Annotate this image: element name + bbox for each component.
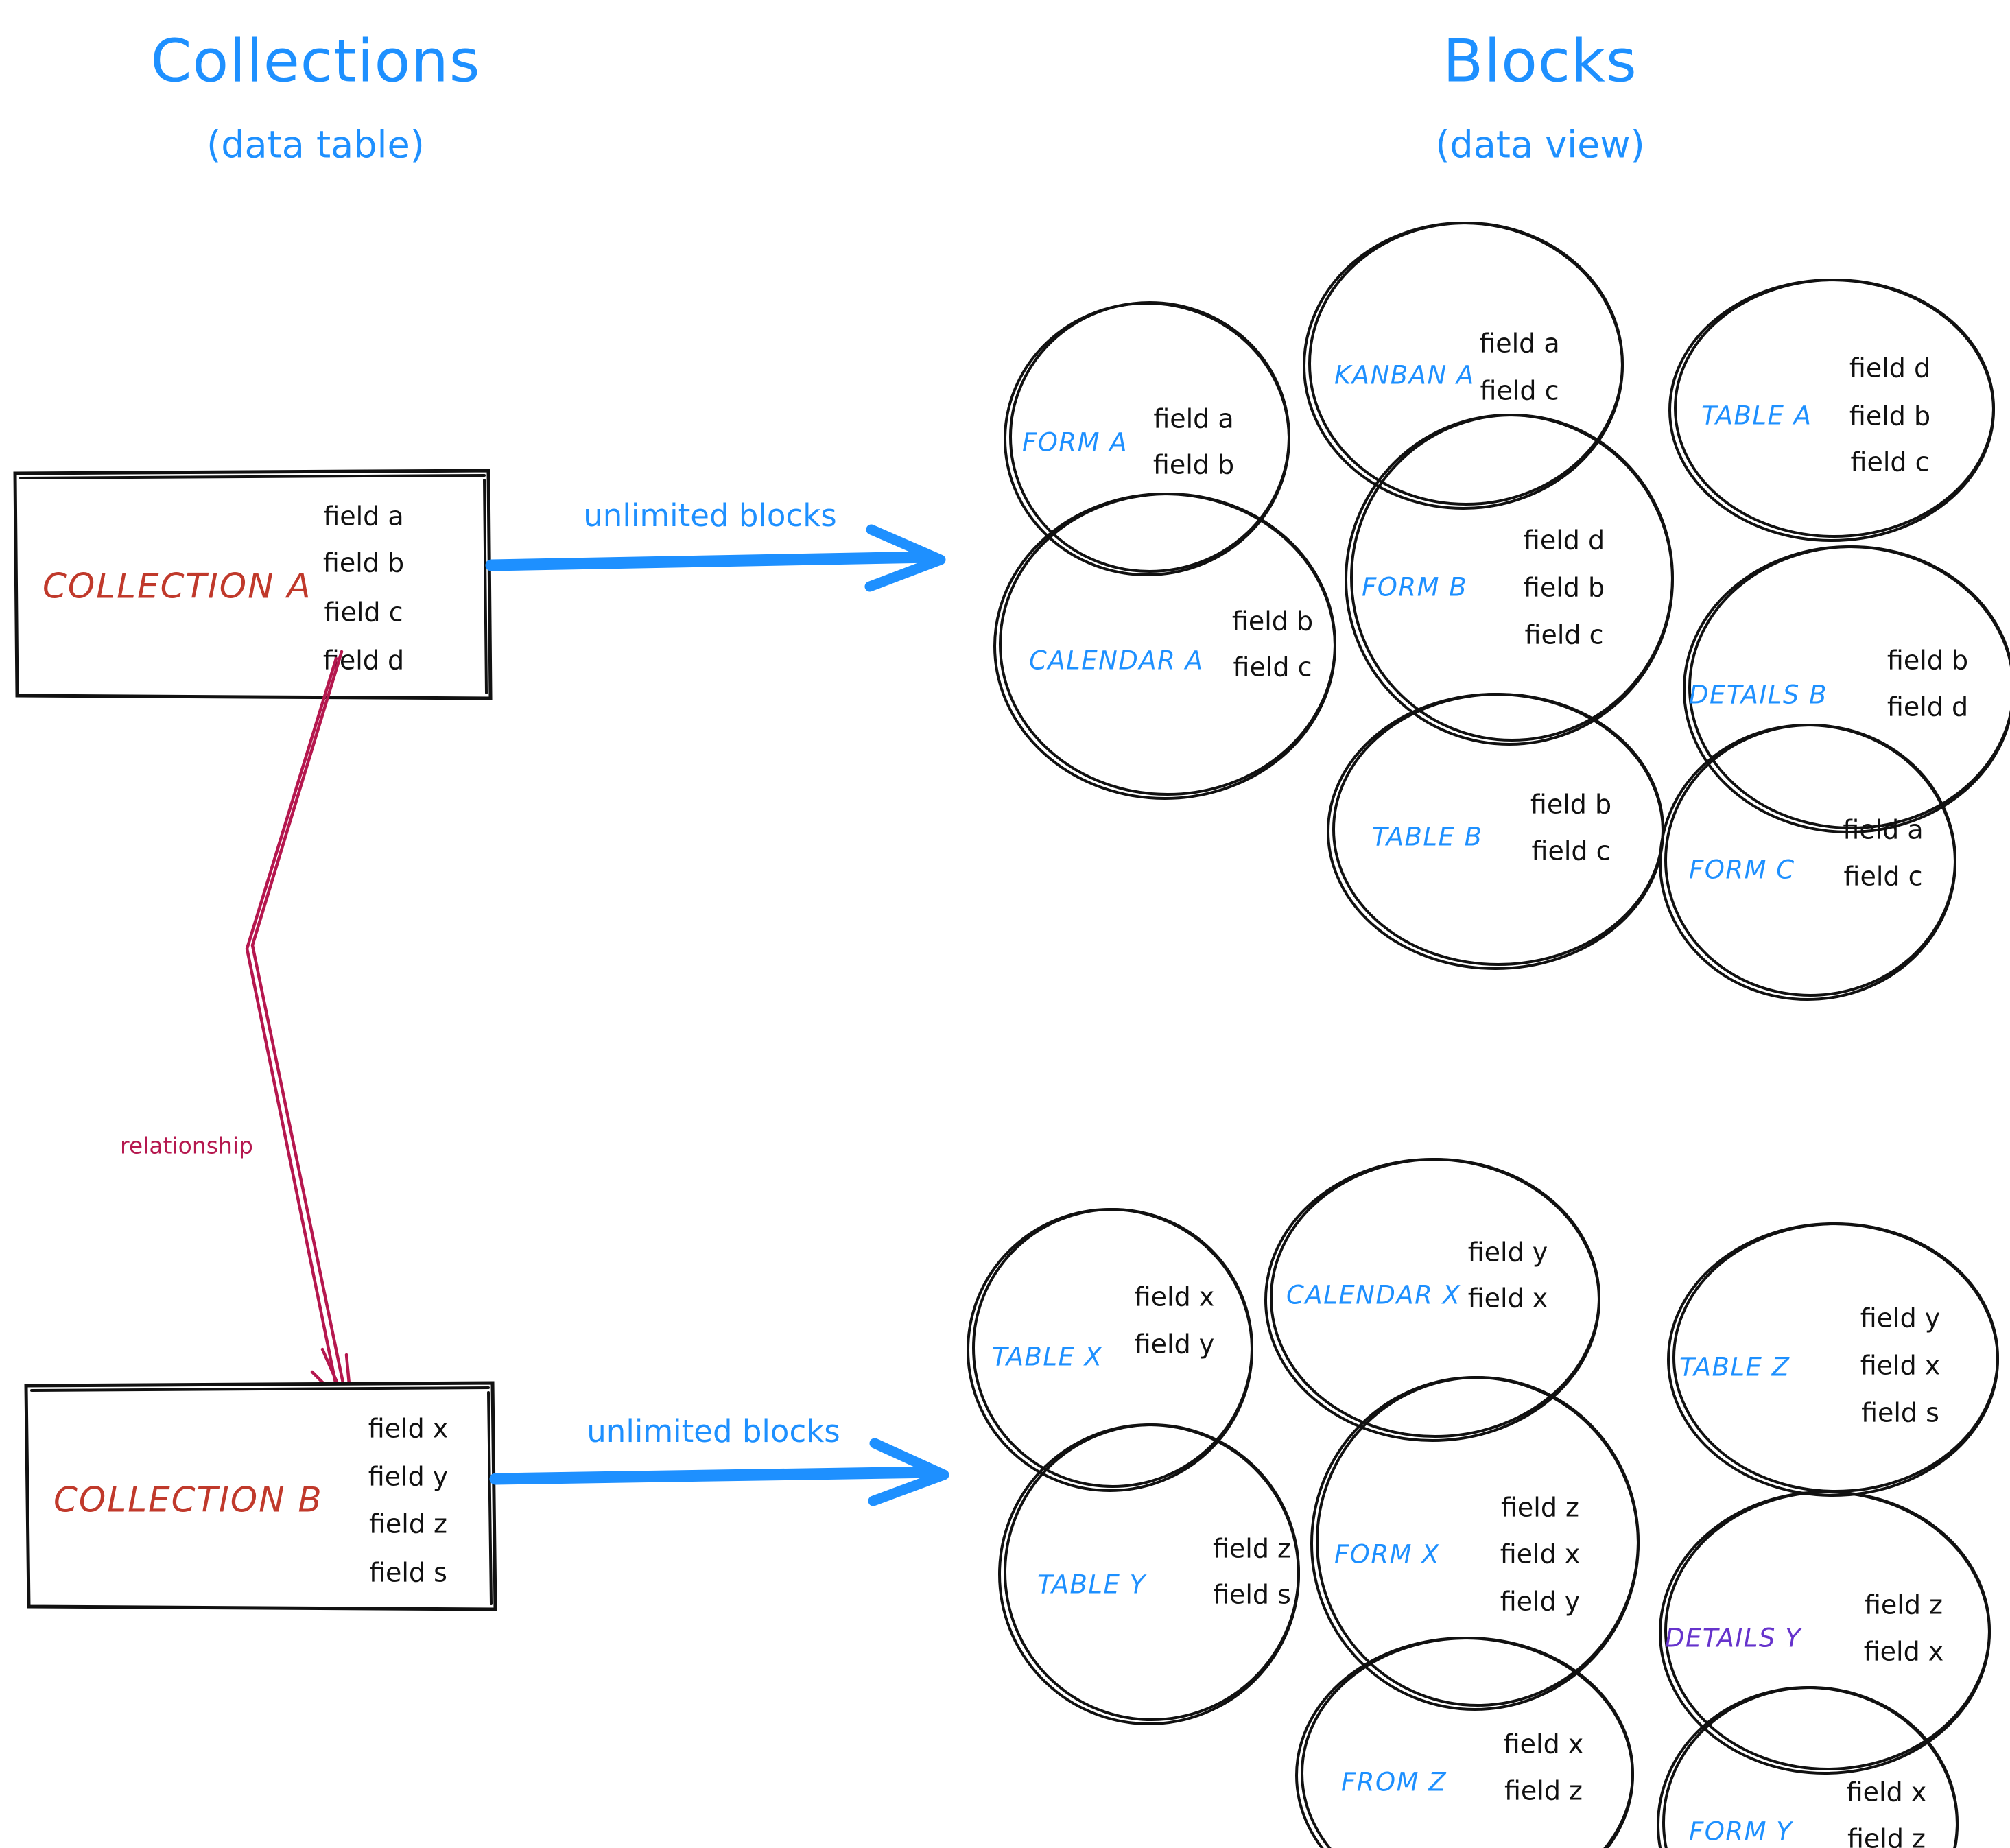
- block-field: field d: [1849, 353, 1930, 383]
- block-name: TABLE B: [1372, 822, 1483, 852]
- collection-a-node[interactable]: COLLECTION A field a field b field c fie…: [13, 469, 493, 700]
- block-field: field b: [1530, 790, 1611, 820]
- block-name: KANBAN A: [1334, 361, 1475, 390]
- block-name: FORM X: [1334, 1540, 1440, 1569]
- collection-a-box: [13, 469, 493, 700]
- block-field: field x: [1864, 1637, 1944, 1667]
- collection-b-node[interactable]: COLLECTION B field x field y field z fie…: [24, 1381, 497, 1611]
- block-field: field x: [1500, 1539, 1581, 1569]
- block-node-form-a[interactable]: FORM A field a field b: [1004, 301, 1290, 576]
- block-field: field c: [1844, 862, 1923, 892]
- unlimited-blocks-label-b: unlimited blocks: [587, 1413, 840, 1449]
- block-node-table-z[interactable]: TABLE Z field y field x field s: [1667, 1222, 1999, 1497]
- block-name: DETAILS B: [1689, 680, 1828, 710]
- block-field: field b: [1232, 606, 1313, 637]
- block-field: field x: [1860, 1351, 1941, 1381]
- collection-b-field: field z: [369, 1509, 447, 1539]
- block-field: field y: [1500, 1587, 1581, 1617]
- block-field: field s: [1213, 1580, 1291, 1610]
- collection-b-box-sketch-right: [487, 1391, 493, 1605]
- block-node-form-c[interactable]: FORM C field a field c: [1659, 724, 1956, 1001]
- block-node-calendar-a[interactable]: CALENDAR A field b field c: [993, 493, 1336, 800]
- collection-b-name: COLLECTION B: [54, 1480, 323, 1520]
- block-name: DETAILS Y: [1665, 1624, 1802, 1653]
- block-node-kanban-a[interactable]: KANBAN A field a field c: [1303, 222, 1624, 510]
- block-field: field x: [1135, 1282, 1215, 1312]
- collection-a-field: field b: [323, 548, 404, 578]
- block-name: FROM Z: [1341, 1768, 1447, 1797]
- block-field: field d: [1524, 525, 1605, 556]
- block-name: FORM A: [1022, 428, 1128, 458]
- block-field: field c: [1480, 376, 1559, 406]
- block-field: field x: [1847, 1777, 1927, 1808]
- collection-a-box-sketch-right: [483, 479, 488, 694]
- block-node-table-y[interactable]: TABLE Y field z field s: [998, 1423, 1300, 1725]
- block-name: TABLE Z: [1679, 1353, 1790, 1382]
- block-node-details-b[interactable]: DETAILS B field b field d: [1683, 545, 2010, 833]
- block-field: field x: [1504, 1729, 1584, 1760]
- block-name: FORM B: [1362, 573, 1467, 602]
- block-field: field b: [1524, 573, 1605, 603]
- block-field: field c: [1233, 652, 1312, 683]
- block-name: TABLE Y: [1037, 1570, 1147, 1600]
- block-node-table-a[interactable]: TABLE A field d field b field c: [1668, 279, 1995, 542]
- block-node-form-y[interactable]: FORM Y field x field z: [1657, 1686, 1959, 1848]
- collection-a-box-sketch-top: [19, 474, 486, 479]
- block-field: field a: [1153, 404, 1233, 434]
- block-field: field c: [1851, 447, 1930, 477]
- block-node-from-z[interactable]: FROM Z field x field z: [1295, 1637, 1634, 1848]
- block-name: CALENDAR A: [1029, 646, 1203, 676]
- block-name: CALENDAR X: [1286, 1281, 1461, 1310]
- unlimited-blocks-label-a: unlimited blocks: [583, 497, 836, 534]
- block-field: field y: [1860, 1303, 1941, 1334]
- block-field: field y: [1468, 1237, 1548, 1268]
- block-node-table-b[interactable]: TABLE B field b field c: [1327, 693, 1664, 970]
- block-field: field z: [1865, 1590, 1943, 1620]
- collection-b-field: field x: [368, 1414, 449, 1444]
- block-field: field b: [1887, 645, 1968, 676]
- block-field: field b: [1153, 450, 1234, 480]
- collection-b-box: [24, 1381, 497, 1611]
- block-field: field a: [1479, 329, 1559, 359]
- collection-b-field: field s: [369, 1558, 447, 1588]
- block-field: field a: [1843, 815, 1923, 845]
- block-field: field y: [1135, 1329, 1215, 1360]
- blocks-subtitle: (data view): [1435, 123, 1644, 167]
- block-field: field z: [1847, 1824, 1926, 1848]
- collections-title: Collections: [150, 27, 480, 95]
- collection-a-field: field c: [324, 597, 403, 628]
- block-node-form-b[interactable]: FORM B field d field b field c: [1345, 414, 1674, 746]
- block-name: TABLE A: [1701, 401, 1812, 431]
- block-field: field x: [1468, 1283, 1548, 1314]
- collections-subtitle: (data table): [206, 123, 425, 167]
- block-name: TABLE X: [992, 1342, 1103, 1372]
- collection-a-unlimited-blocks-arrow: unlimited blocks: [485, 497, 946, 592]
- collection-b-unlimited-blocks-arrow: unlimited blocks: [489, 1413, 949, 1506]
- block-field: field s: [1861, 1398, 1939, 1428]
- block-field: field z: [1213, 1534, 1291, 1564]
- block-field: field z: [1504, 1776, 1583, 1806]
- block-node-table-x[interactable]: TABLE X field x field y: [967, 1208, 1253, 1492]
- collection-b-field: field y: [368, 1462, 449, 1492]
- block-field: field c: [1525, 620, 1604, 650]
- block-field: field b: [1849, 401, 1930, 431]
- block-field: field c: [1532, 836, 1611, 866]
- block-name: FORM C: [1689, 855, 1795, 885]
- block-node-calendar-x[interactable]: CALENDAR X field y field x: [1264, 1158, 1600, 1442]
- collection-b-box-sketch-top: [30, 1386, 490, 1392]
- block-node-form-x[interactable]: FORM X field z field x field y: [1310, 1376, 1640, 1711]
- relationship-label: relationship: [120, 1133, 253, 1159]
- block-field: field d: [1887, 692, 1968, 722]
- blocks-title: Blocks: [1443, 27, 1637, 95]
- relationship-connector: relationship: [120, 650, 353, 1410]
- block-field: field z: [1501, 1493, 1579, 1523]
- block-name: FORM Y: [1689, 1817, 1793, 1847]
- collection-a-field: field a: [323, 501, 403, 532]
- collection-a-name: COLLECTION A: [43, 567, 312, 606]
- block-node-details-y[interactable]: DETAILS Y field z field x: [1659, 1491, 1991, 1775]
